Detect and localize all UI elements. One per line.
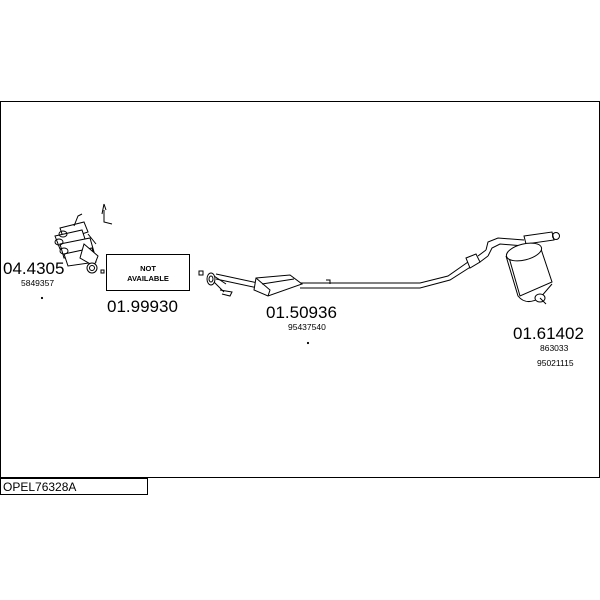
- exhaust-manifold-part[interactable]: [54, 203, 113, 274]
- oem-number-95021115: 95021115: [537, 358, 574, 368]
- oem-number-95437540: 95437540: [288, 322, 326, 332]
- rear-silencer-part[interactable]: [485, 231, 560, 305]
- diagram-title: OPEL76328A: [0, 478, 148, 495]
- not-available-line-1: NOT: [140, 264, 156, 273]
- part-number-01-61402: 01.61402: [513, 324, 584, 343]
- part-number-01-99930: 01.99930: [107, 297, 178, 316]
- not-available-box: NOT AVAILABLE: [106, 254, 190, 291]
- not-available-line-2: AVAILABLE: [127, 274, 169, 283]
- center-silencer-part[interactable]: [215, 249, 489, 297]
- oem-number-863033: 863033: [540, 343, 569, 353]
- flange-gasket-part[interactable]: [198, 270, 233, 297]
- part-number-04-4305: 04.4305: [3, 259, 65, 278]
- part-number-01-50936: 01.50936: [266, 303, 337, 322]
- oem-number-5849357: 5849357: [21, 278, 55, 288]
